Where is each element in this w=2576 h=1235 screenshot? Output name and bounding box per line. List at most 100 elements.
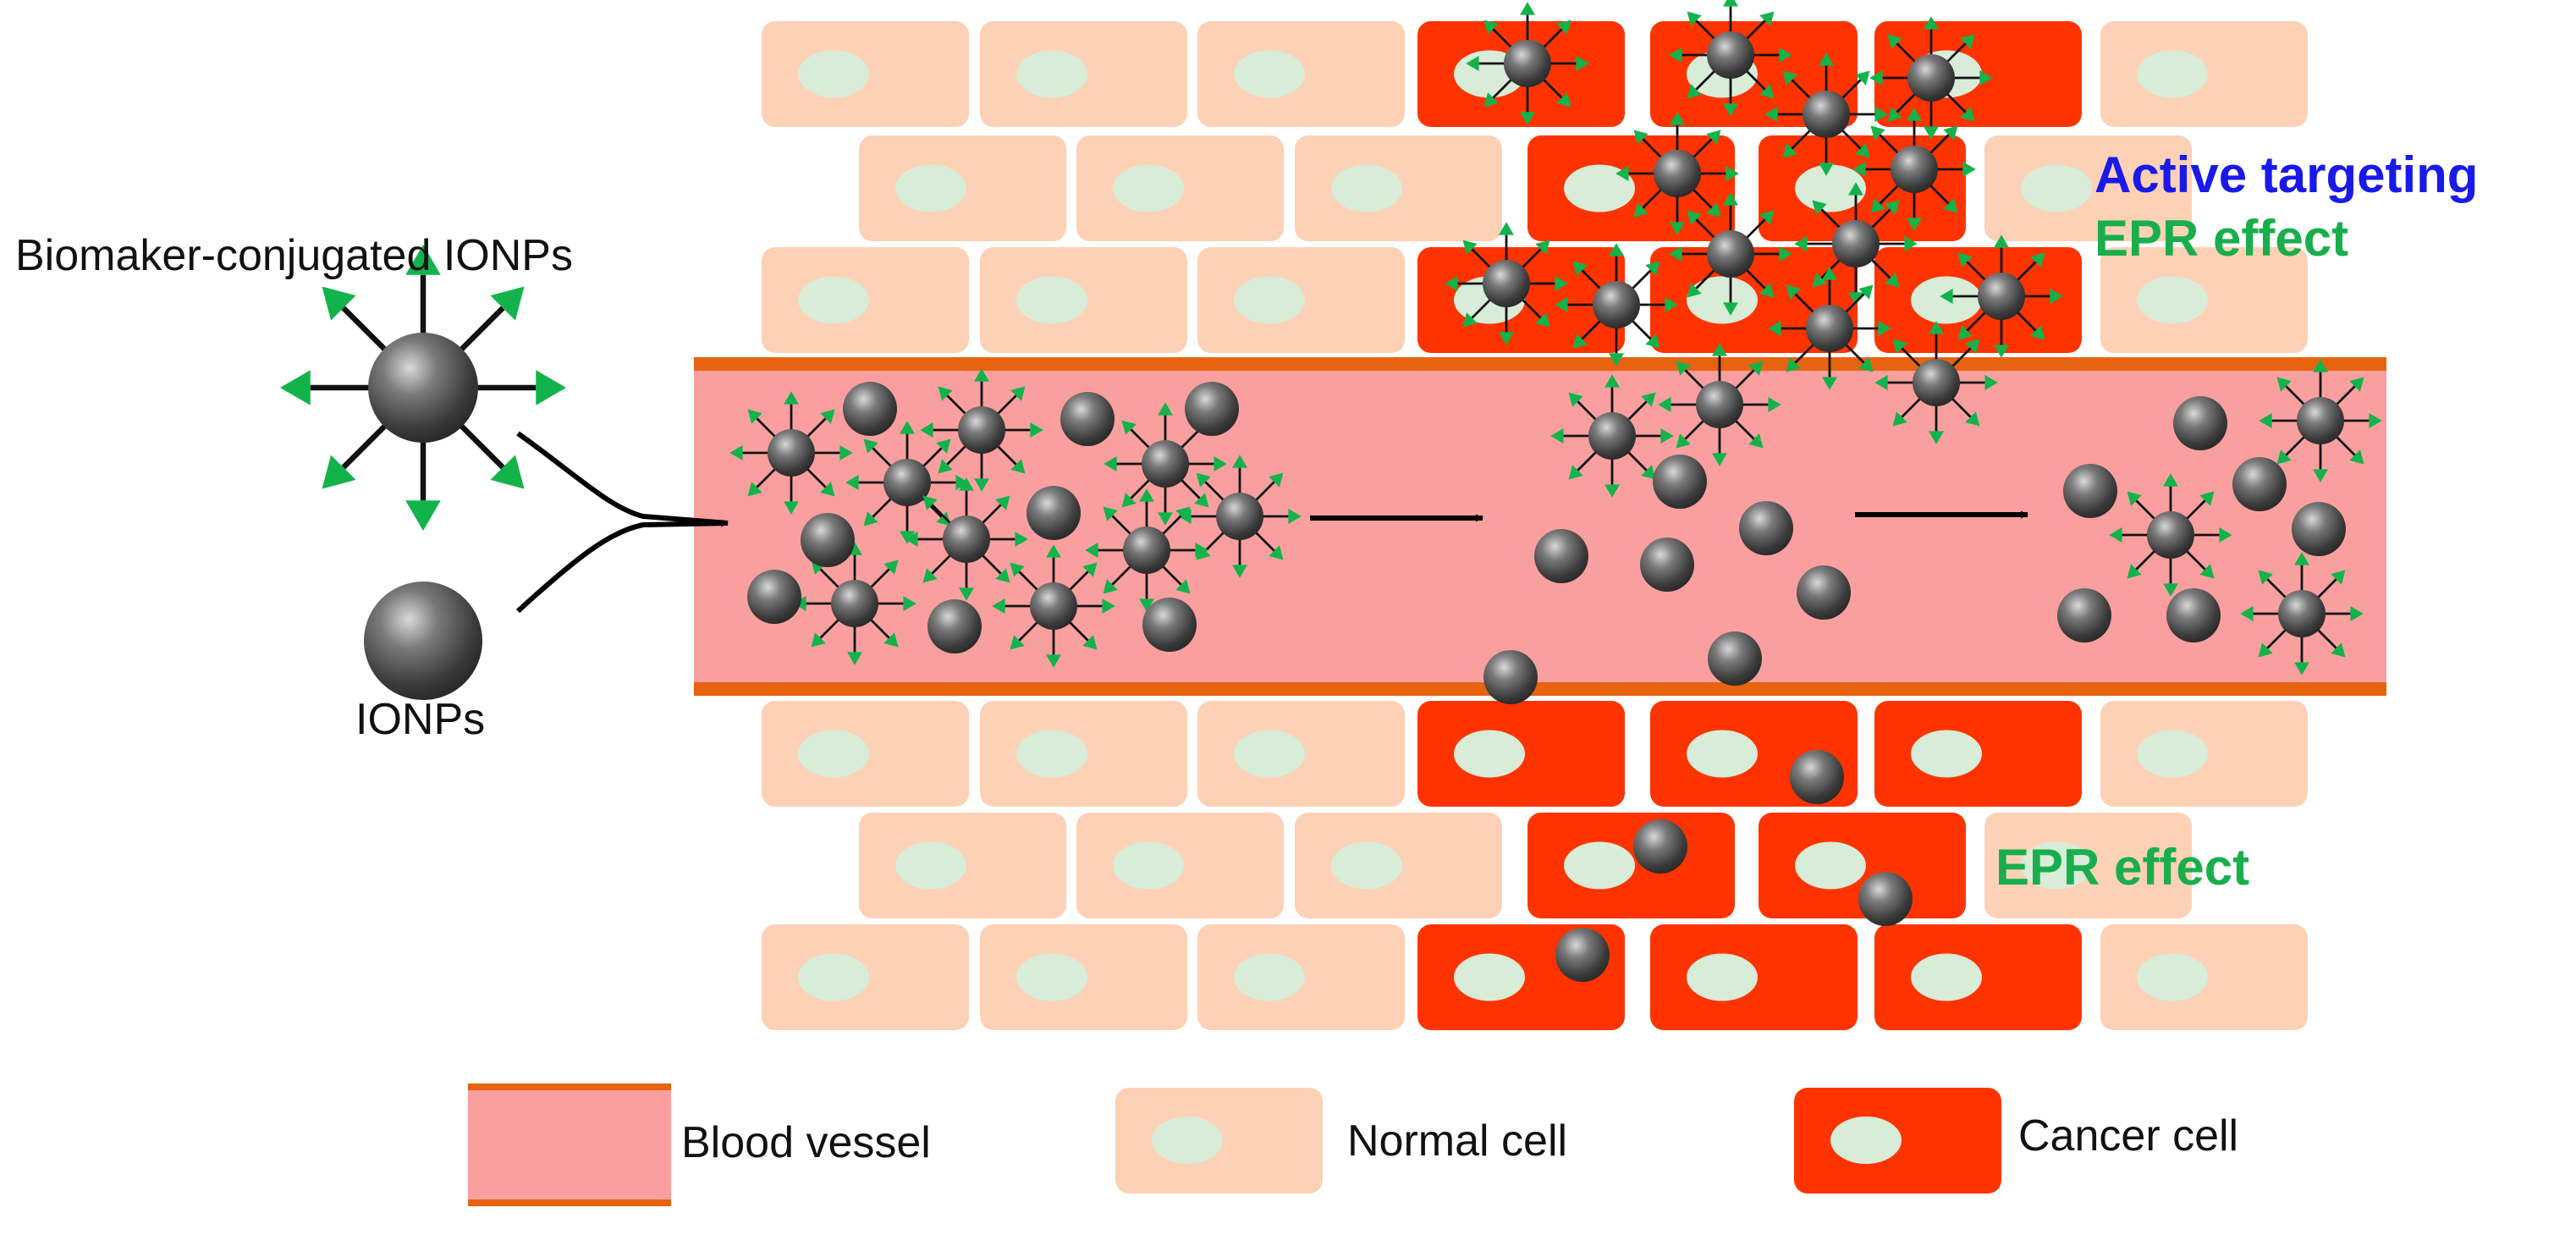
- plain-nanoparticle: [1185, 382, 1239, 436]
- ionp-icon: [364, 582, 482, 700]
- plain-nanoparticle: [1555, 928, 1610, 982]
- merge-arrow-upper: [516, 431, 729, 526]
- legend-blood-vessel-label: Blood vessel: [681, 1118, 931, 1167]
- plain-nanoparticle: [2166, 588, 2221, 642]
- normal-cell: [980, 701, 1187, 807]
- cancer-cell: [1417, 701, 1625, 807]
- plain-nanoparticle: [2232, 457, 2287, 511]
- normal-cell: [762, 21, 969, 127]
- conjugated-nanoparticle: [1658, 343, 1781, 466]
- conjugated-nanoparticle: [1616, 112, 1739, 235]
- merge-arrow-lower: [515, 519, 729, 614]
- vessel-wall-top: [694, 357, 2386, 371]
- normal-cell: [2100, 21, 2308, 127]
- plain-nanoparticle: [1797, 565, 1851, 620]
- normal-cell: [762, 924, 969, 1030]
- plain-nanoparticle: [1640, 538, 1694, 592]
- plain-nanoparticle: [2292, 502, 2346, 556]
- normal-cell: [2100, 701, 2308, 807]
- conjugated-nanoparticle: [920, 368, 1043, 492]
- cancer-cell: [1527, 813, 1735, 918]
- cancer-cell: [1874, 21, 2082, 127]
- epr-effect-label-top: EPR effect: [2094, 210, 2349, 267]
- conjugated-nanoparticle: [1550, 374, 1674, 498]
- conjugated-nanoparticle: [729, 391, 853, 515]
- conjugated-nanoparticle: [1178, 455, 1302, 578]
- conjugated-nanoparticle: [2240, 552, 2364, 675]
- normal-cell: [1295, 813, 1502, 918]
- normal-cell: [980, 924, 1187, 1030]
- nanoparticles: [280, 0, 2382, 982]
- plain-nanoparticle: [1027, 486, 1081, 540]
- plain-nanoparticle: [2173, 396, 2227, 450]
- normal-cell: [1076, 813, 1284, 918]
- epr-effect-label-bottom: EPR effect: [1995, 839, 2250, 896]
- cancer-cell: [1527, 135, 1735, 241]
- normal-cell: [980, 247, 1187, 353]
- conjugated-nanoparticle: [1852, 108, 1976, 231]
- normal-cell: [762, 247, 969, 353]
- normal-cell: [1197, 247, 1405, 353]
- legend-cancer-cell-swatch: [1794, 1088, 2001, 1194]
- conjugated-nanoparticle: [2259, 359, 2382, 482]
- plain-nanoparticle: [1708, 631, 1762, 686]
- plain-nanoparticle: [1142, 598, 1197, 652]
- normal-cell: [2100, 247, 2308, 353]
- normal-cell: [2100, 924, 2308, 1030]
- plain-nanoparticle: [801, 513, 855, 567]
- conjugated-nanoparticle: [1874, 321, 1998, 444]
- cancer-cell: [1759, 813, 1966, 918]
- plain-nanoparticle: [1483, 650, 1538, 704]
- conjugated-nanoparticle: [2109, 473, 2232, 597]
- conjugated-nanoparticle: [1669, 0, 1792, 117]
- normal-cell: [1197, 924, 1405, 1030]
- conjugated-nanoparticle: [1764, 52, 1888, 176]
- normal-cell: [1295, 135, 1502, 241]
- biomarker-ionp-icon: [280, 245, 566, 531]
- legend-cancer-cell-label: Cancer cell: [2018, 1111, 2239, 1161]
- conjugated-nanoparticle: [1445, 222, 1568, 345]
- normal-cell: [1197, 701, 1405, 807]
- conjugated-nanoparticle: [1940, 234, 2063, 358]
- conjugated-nanoparticle: [1669, 192, 1792, 316]
- conjugated-nanoparticle: [793, 542, 916, 665]
- legend-vessel-wall-bottom: [468, 1199, 671, 1206]
- legend-normal-cell-swatch: [1115, 1088, 1323, 1194]
- conjugated-nanoparticle: [992, 544, 1115, 668]
- plain-nanoparticle: [1858, 872, 1913, 926]
- conjugated-nanoparticle: [1085, 488, 1208, 612]
- plain-nanoparticle: [1790, 750, 1844, 804]
- conjugated-nanoparticle: [1794, 182, 1918, 306]
- biomarker-ionps-label: Biomaker-conjugated IONPs: [15, 231, 573, 280]
- conjugated-nanoparticle: [845, 421, 969, 544]
- conjugated-nanoparticle: [1466, 2, 1589, 125]
- plain-nanoparticle: [1633, 819, 1687, 874]
- flow-arrows: [515, 431, 2028, 614]
- conjugated-nanoparticle: [1555, 243, 1678, 367]
- plain-nanoparticle: [843, 382, 897, 436]
- plain-nanoparticle: [2057, 588, 2111, 642]
- normal-cell: [1076, 135, 1284, 241]
- legend-vessel-swatch: [468, 1088, 671, 1202]
- plain-nanoparticle: [2063, 464, 2117, 518]
- cancer-cell: [1650, 247, 1858, 353]
- plain-nanoparticle: [927, 599, 982, 653]
- cancer-cell: [1874, 924, 2082, 1030]
- normal-cell: [980, 21, 1187, 127]
- conjugated-nanoparticle: [905, 477, 1028, 601]
- plain-nanoparticle: [1739, 501, 1793, 555]
- vessel-wall-bottom: [694, 682, 2386, 696]
- normal-cell: [762, 701, 969, 807]
- plain-nanoparticle: [1060, 392, 1115, 446]
- cancer-cell: [1650, 924, 1858, 1030]
- plain-nanoparticle: [1653, 455, 1707, 509]
- legend: [468, 1083, 2001, 1206]
- conjugated-nanoparticle: [1768, 267, 1891, 390]
- ionps-label: IONPs: [355, 695, 486, 744]
- normal-cell: [1984, 813, 2192, 918]
- legend-vessel-wall-top: [468, 1083, 671, 1090]
- normal-cell: [1197, 21, 1405, 127]
- plain-nanoparticle: [1534, 529, 1588, 583]
- conjugated-nanoparticle: [1869, 16, 1993, 140]
